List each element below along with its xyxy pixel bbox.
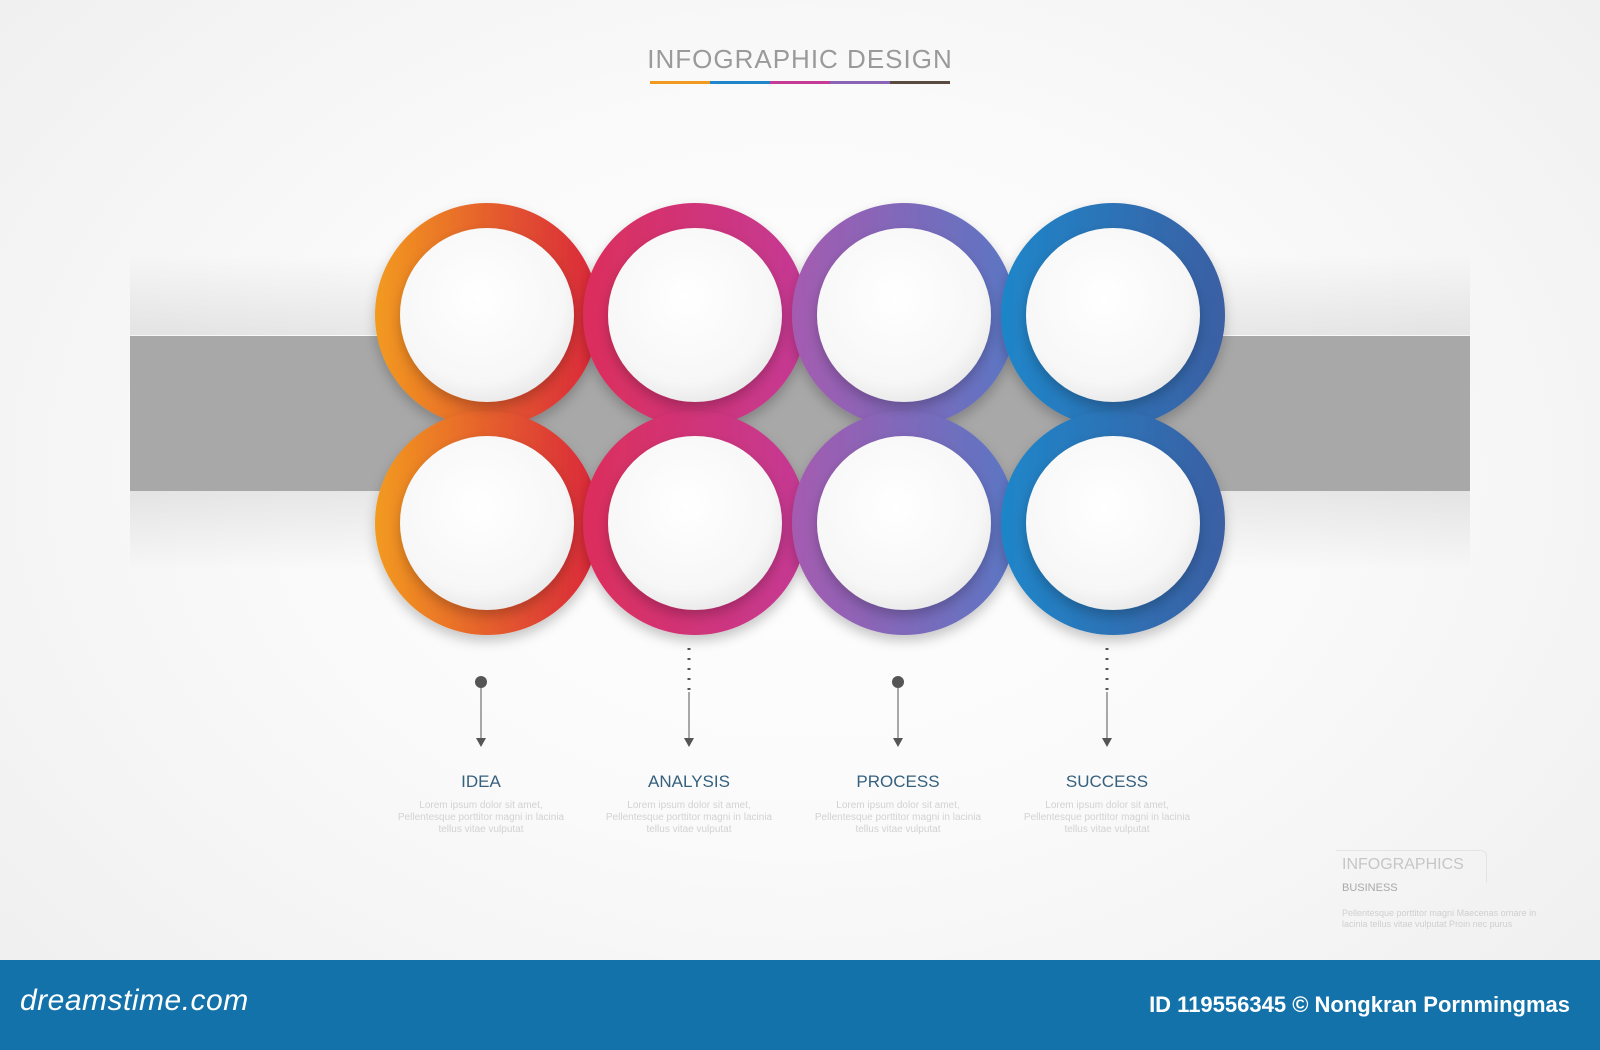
watermark-footer: dreamstime.com ID 119556345 © Nongkran P…: [0, 960, 1600, 1050]
connector-3: [892, 676, 904, 747]
content-circle-3-bottom: [817, 436, 991, 610]
info-text: Pellentesque porttitor magni Maecenas or…: [1342, 908, 1537, 929]
infographic-canvas: INFOGRAPHIC DESIGN: [130, 44, 1537, 929]
content-circle-1-bottom: [400, 436, 574, 610]
arrow-down-icon: [684, 738, 694, 747]
grey-band: [130, 336, 1470, 491]
content-circle-3-top: [817, 228, 991, 402]
image-credit: ID 119556345 © Nongkran Pornmingmas: [1149, 992, 1570, 1017]
title-block: INFOGRAPHIC DESIGN: [640, 44, 960, 84]
info-frame: [1336, 850, 1487, 883]
arrow-down-icon: [893, 738, 903, 747]
content-circle-2-bottom: [608, 436, 782, 610]
connector-dot: [892, 676, 904, 688]
info-title: INFOGRAPHICS: [1342, 856, 1464, 873]
arrow-down-icon: [1102, 738, 1112, 747]
info-subtitle: BUSINESS: [1342, 882, 1398, 894]
title-underline: [650, 81, 950, 84]
brand-logo: dreamstime.com: [20, 984, 249, 1017]
connector-2: [684, 648, 694, 747]
infographic-graphic: [130, 203, 1470, 747]
content-circle-4-bottom: [1026, 436, 1200, 610]
connector-1: [475, 676, 487, 747]
content-circle-4-top: [1026, 228, 1200, 402]
content-circle-1-top: [400, 228, 574, 402]
infographic-title: INFOGRAPHIC DESIGN: [647, 44, 953, 74]
connector-dot: [475, 676, 487, 688]
arrow-down-icon: [476, 738, 486, 747]
content-circle-2-top: [608, 228, 782, 402]
connector-4: [1102, 648, 1112, 747]
